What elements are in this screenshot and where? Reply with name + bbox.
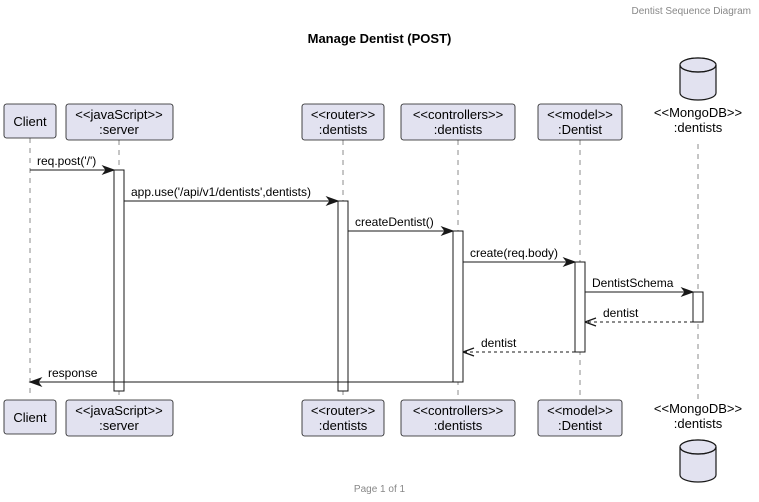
message-5: dentist	[584, 306, 693, 327]
participant-box	[65, 103, 174, 141]
participant-label: :dentists	[434, 122, 483, 137]
message-label: response	[48, 366, 98, 380]
participant-router-bottom: <<router>>:dentists	[301, 399, 385, 437]
participant-client-top: Client	[3, 103, 57, 139]
participant-label: <<javaScript>>	[75, 403, 162, 418]
participant-label: <<MongoDB>>	[654, 105, 742, 120]
message-7: response	[28, 366, 453, 388]
diagram-title: Manage Dentist (POST)	[307, 31, 452, 46]
participant-controllers-top: <<controllers>>:dentists	[400, 103, 516, 141]
participant-model-bottom: <<model>>:Dentist	[537, 399, 623, 437]
message-arrowhead	[584, 317, 597, 327]
message-label: create(req.body)	[470, 246, 558, 260]
message-arrowhead	[28, 376, 43, 388]
participant-mongodb-bottom: <<MongoDB>>:dentists	[654, 401, 742, 483]
participant-label: <<controllers>>	[413, 107, 503, 122]
message-label: DentistSchema	[592, 276, 674, 290]
participant-mongodb-top: <<MongoDB>>:dentists	[654, 57, 742, 135]
participant-label: :server	[99, 122, 139, 137]
activation-bar-router	[337, 200, 349, 392]
participant-model-top: <<model>>:Dentist	[537, 103, 623, 141]
participant-box	[65, 399, 174, 437]
database-cylinder-rim	[679, 64, 717, 73]
participant-router-top: <<router>>:dentists	[301, 103, 385, 141]
activation-bar-model	[574, 261, 586, 353]
page-footer: Page 1 of 1	[353, 484, 406, 495]
participant-box	[3, 103, 57, 139]
participant-label: :dentists	[319, 418, 368, 433]
message-1: app.use('/api/v1/dentists',dentists)	[124, 185, 340, 207]
message-arrowhead	[325, 195, 340, 207]
participant-label: <<router>>	[311, 403, 375, 418]
message-2: createDentist()	[348, 215, 455, 237]
message-arrowhead	[440, 225, 455, 237]
participant-box	[301, 399, 385, 437]
message-arrowhead	[680, 286, 695, 298]
participant-label: :Dentist	[558, 122, 602, 137]
participant-label: :dentists	[434, 418, 483, 433]
participant-client-bottom: Client	[3, 399, 57, 435]
participant-label: <<MongoDB>>	[654, 401, 742, 416]
participant-label: Client	[13, 410, 47, 425]
participant-label: :Dentist	[558, 418, 602, 433]
message-6: dentist	[462, 336, 575, 357]
database-cylinder-rim	[679, 446, 717, 455]
participant-controllers-bottom: <<controllers>>:dentists	[400, 399, 516, 437]
message-label: dentist	[603, 306, 639, 320]
participant-label: <<model>>	[547, 107, 613, 122]
participant-label: :server	[99, 418, 139, 433]
activation-bar-controllers	[452, 230, 464, 383]
participant-label: :dentists	[674, 416, 723, 431]
participant-server-bottom: <<javaScript>>:server	[65, 399, 174, 437]
participant-box	[400, 399, 516, 437]
activation-bar-mongodb	[692, 291, 704, 323]
message-4: DentistSchema	[585, 276, 695, 298]
participant-label: :dentists	[319, 122, 368, 137]
participant-box	[3, 399, 57, 435]
participant-label: <<javaScript>>	[75, 107, 162, 122]
message-arrowhead	[562, 256, 577, 268]
participant-label: Client	[13, 114, 47, 129]
message-label: req.post('/')	[37, 154, 96, 168]
participant-label: <<router>>	[311, 107, 375, 122]
participant-label: <<model>>	[547, 403, 613, 418]
participant-server-top: <<javaScript>>:server	[65, 103, 174, 141]
page-header: Dentist Sequence Diagram	[631, 6, 751, 17]
participant-box	[301, 103, 385, 141]
message-3: create(req.body)	[463, 246, 577, 268]
message-0: req.post('/')	[30, 154, 116, 176]
message-arrowhead	[462, 347, 475, 357]
message-label: createDentist()	[355, 215, 434, 229]
participant-label: :dentists	[674, 120, 723, 135]
participant-box	[400, 103, 516, 141]
message-arrowhead	[101, 164, 116, 176]
activation-bar-server	[113, 169, 125, 392]
participant-box	[537, 103, 623, 141]
message-label: dentist	[481, 336, 517, 350]
message-label: app.use('/api/v1/dentists',dentists)	[131, 185, 311, 199]
participant-box	[537, 399, 623, 437]
participant-label: <<controllers>>	[413, 403, 503, 418]
